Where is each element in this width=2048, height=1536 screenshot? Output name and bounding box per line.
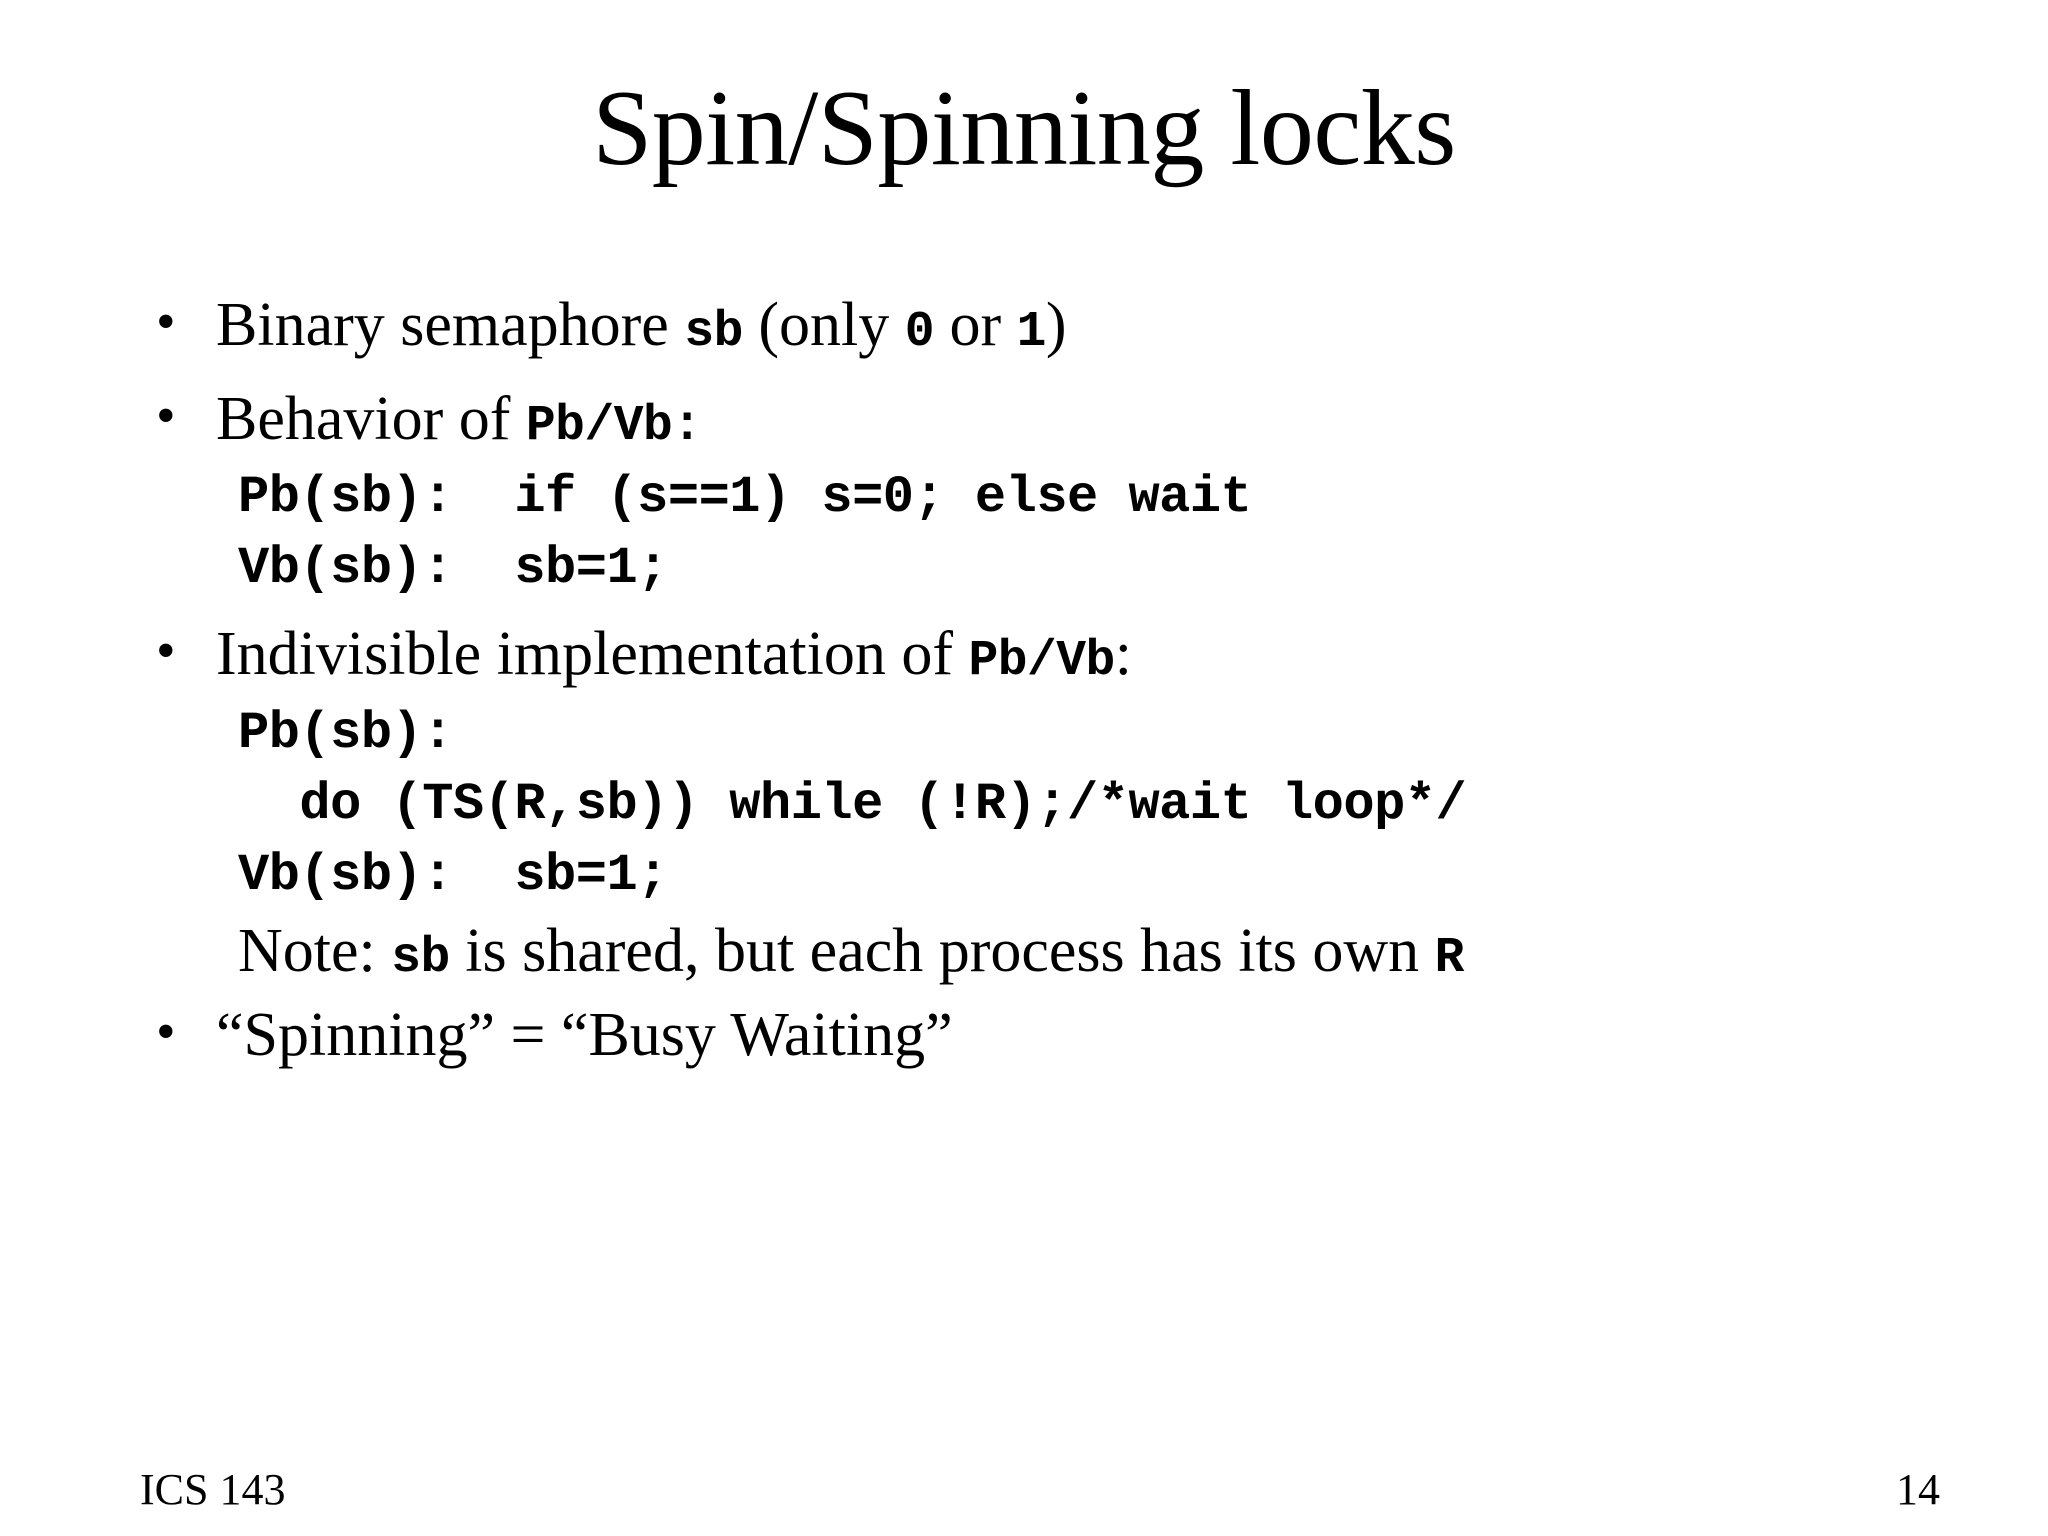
bullet2-prefix: Behavior of — [216, 384, 526, 453]
bullet-glyph-icon: • — [156, 620, 176, 683]
code-line: Pb(sb): if (s==1) s=0; else wait — [238, 468, 1252, 528]
slide-body: • Binary semaphore sb (only 0 or 1) • Be… — [150, 288, 1950, 1081]
note-prefix: Note: — [238, 916, 392, 985]
footer-page-number: 14 — [1896, 1464, 1940, 1514]
bullet-item-binary-semaphore: • Binary semaphore sb (only 0 or 1) — [150, 288, 1950, 364]
bullet2-code-pbvb: Pb/Vb — [525, 397, 673, 454]
note-text: Note: sb is shared, but each process has… — [238, 914, 1950, 990]
code-line: do (TS(R,sb)) while (!R);/*wait loop*/ — [238, 774, 1467, 834]
bullet1-code-sb: sb — [684, 304, 743, 360]
bullet3-code-pbvb: Pb/Vb — [968, 633, 1115, 690]
bullet-glyph-icon: • — [156, 1000, 176, 1063]
bullet3-prefix: Indivisible implementation of — [216, 620, 969, 689]
bullet-item-label: Binary semaphore sb (only 0 or 1) — [216, 288, 1950, 364]
bullet1-middle: (only — [742, 291, 905, 359]
spacer — [150, 372, 1950, 382]
bullet1-code-one: 1 — [1016, 304, 1047, 360]
bullet-item-spinning-busy-waiting: • “Spinning” = “Busy Waiting” — [150, 998, 1950, 1074]
bullet3-suffix: : — [1114, 620, 1133, 689]
note-code-r: R — [1434, 929, 1465, 986]
page-title: Spin/Spinning locks — [592, 69, 1456, 188]
note-code-sb: sb — [391, 929, 450, 986]
bullet-item-label: “Spinning” = “Busy Waiting” — [216, 1000, 953, 1069]
footer-course-label: ICS 143 — [140, 1464, 286, 1514]
bullet1-middle2: or — [933, 291, 1017, 359]
code-line: Pb(sb): — [238, 703, 453, 763]
bullet-glyph-icon: • — [156, 291, 176, 353]
spacer — [150, 607, 1950, 617]
code-line: Vb(sb): sb=1; — [238, 539, 668, 599]
code-line: Vb(sb): sb=1; — [238, 845, 668, 905]
bullet-item-indivisible-implementation: • Indivisible implementation of Pb/Vb: — [150, 617, 1950, 693]
bullet1-suffix: ) — [1045, 291, 1067, 359]
note-middle: is shared, but each process has its own — [449, 916, 1435, 985]
bullet1-code-zero: 0 — [904, 304, 935, 360]
bullet-glyph-icon: • — [156, 384, 176, 447]
bullet-item-behavior: • Behavior of Pb/Vb: — [150, 382, 1950, 458]
bullet-item-label: Behavior of Pb/Vb: — [216, 382, 1950, 458]
bullet2-suffix: : — [672, 397, 702, 454]
bullet-item-label: Indivisible implementation of Pb/Vb: — [216, 617, 1950, 693]
bullet1-prefix: Binary semaphore — [216, 291, 685, 359]
